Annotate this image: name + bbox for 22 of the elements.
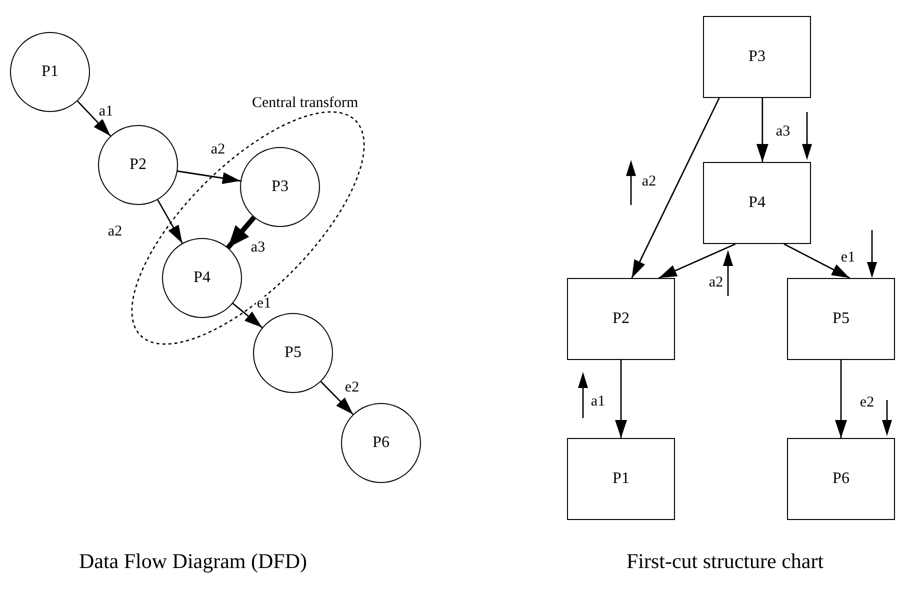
arrow <box>76 100 112 136</box>
arrow <box>615 360 627 438</box>
arrow <box>784 243 850 279</box>
arrow <box>835 360 847 438</box>
arrow <box>226 216 256 250</box>
module-box: P4 <box>703 162 811 244</box>
arrow <box>756 98 768 162</box>
module-box: P1 <box>567 438 675 520</box>
arrow <box>177 170 241 184</box>
arrow <box>658 243 736 279</box>
module-box: P3 <box>703 16 811 98</box>
group-heading: Central transform <box>252 94 358 113</box>
module-box: P2 <box>567 278 675 360</box>
arrow <box>157 199 183 244</box>
module-box: P6 <box>787 438 895 520</box>
arrow <box>232 302 263 328</box>
edge-label: a1 <box>98 104 114 120</box>
arrow <box>631 98 720 278</box>
caption: First-cut structure chart <box>626 548 824 575</box>
caption: Data Flow Diagram (DFD) <box>78 548 308 575</box>
module-box: P5 <box>787 278 895 360</box>
arrow <box>320 381 354 415</box>
